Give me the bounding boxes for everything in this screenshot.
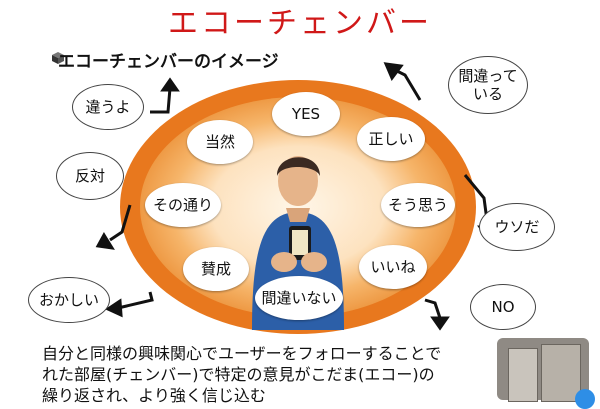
diagram-subtitle: エコーチェンバーのイメージ — [58, 52, 279, 72]
caption-line: れた部屋(チェンバー)で特定の意見がこだま(エコー)の — [42, 365, 435, 384]
page-title: エコーチェンバー — [168, 6, 432, 41]
thumbnail-wall-panel — [541, 344, 581, 402]
inner-bubble-approve: 賛成 — [183, 247, 249, 291]
inner-bubble-yes: YES — [272, 92, 340, 136]
cube-icon — [52, 52, 64, 64]
outer-bubble-wrong: 違うよ — [72, 84, 144, 130]
inner-bubble-exactly: その通り — [145, 183, 221, 227]
inner-bubble-agree-think: そう思う — [381, 183, 455, 227]
outer-bubble-no: NO — [470, 284, 536, 330]
outer-bubble-strange: おかしい — [28, 277, 110, 323]
inner-bubble-like: いいね — [359, 245, 427, 289]
inner-bubble-naturally: 当然 — [187, 120, 253, 164]
outer-bubble-oppose: 反対 — [56, 152, 124, 200]
thumbnail-door-panel — [508, 348, 538, 402]
caption-line: 自分と同様の興味関心でユーザーをフォローすることで — [42, 344, 442, 363]
outer-bubble-mistaken: 間違って いる — [448, 56, 528, 114]
inner-bubble-no-doubt: 間違いない — [255, 276, 343, 320]
caption-text: 自分と同様の興味関心でユーザーをフォローすることで れた部屋(チェンバー)で特定… — [42, 343, 492, 406]
overlay-control-button[interactable] — [575, 389, 595, 409]
caption-line: 繰り返され、より強く信じ込む — [42, 386, 266, 405]
inner-bubble-correct: 正しい — [357, 117, 425, 161]
outer-bubble-lie: ウソだ — [479, 203, 555, 251]
